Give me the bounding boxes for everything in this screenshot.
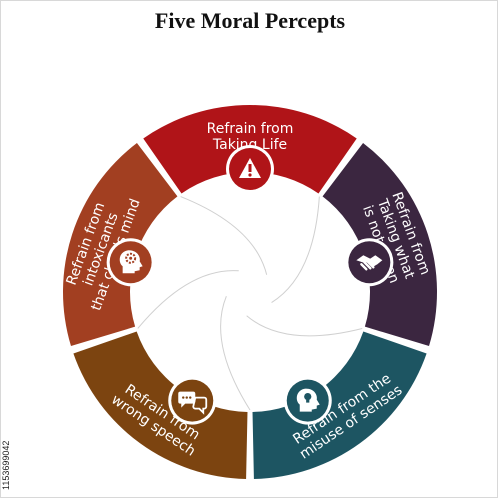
segment-label-line: Taking Life — [212, 137, 287, 153]
center-hub — [131, 173, 369, 411]
hub-divider-line — [137, 270, 239, 329]
hub-divider-line — [220, 295, 251, 411]
stock-id-label: 1153699042 — [1, 300, 13, 490]
head-gears-icon-glyph — [119, 250, 143, 274]
hub-circle — [131, 173, 369, 411]
warning-icon — [226, 145, 274, 193]
handshake-icon — [345, 238, 394, 287]
icons-layer — [106, 145, 394, 425]
hub-divider-line — [271, 196, 320, 303]
head-gears-icon — [106, 238, 155, 287]
diagram-title: Five Moral Percepts — [154, 8, 346, 33]
stock-id-text: 1153699042 — [1, 440, 11, 490]
hub-divider-line — [246, 315, 363, 337]
head-idea-icon — [283, 376, 332, 425]
handshake-icon-glyph — [356, 255, 383, 271]
warning-icon-glyph — [239, 158, 261, 178]
segment-label-line: Refrain from — [207, 121, 294, 137]
hub-divider-line — [180, 196, 268, 275]
head-idea-icon-glyph — [296, 388, 320, 412]
segment-speech — [73, 331, 248, 479]
speech-bubbles-icon — [168, 376, 217, 425]
segment-senses — [252, 331, 427, 479]
speech-bubbles-icon-glyph — [178, 391, 208, 415]
